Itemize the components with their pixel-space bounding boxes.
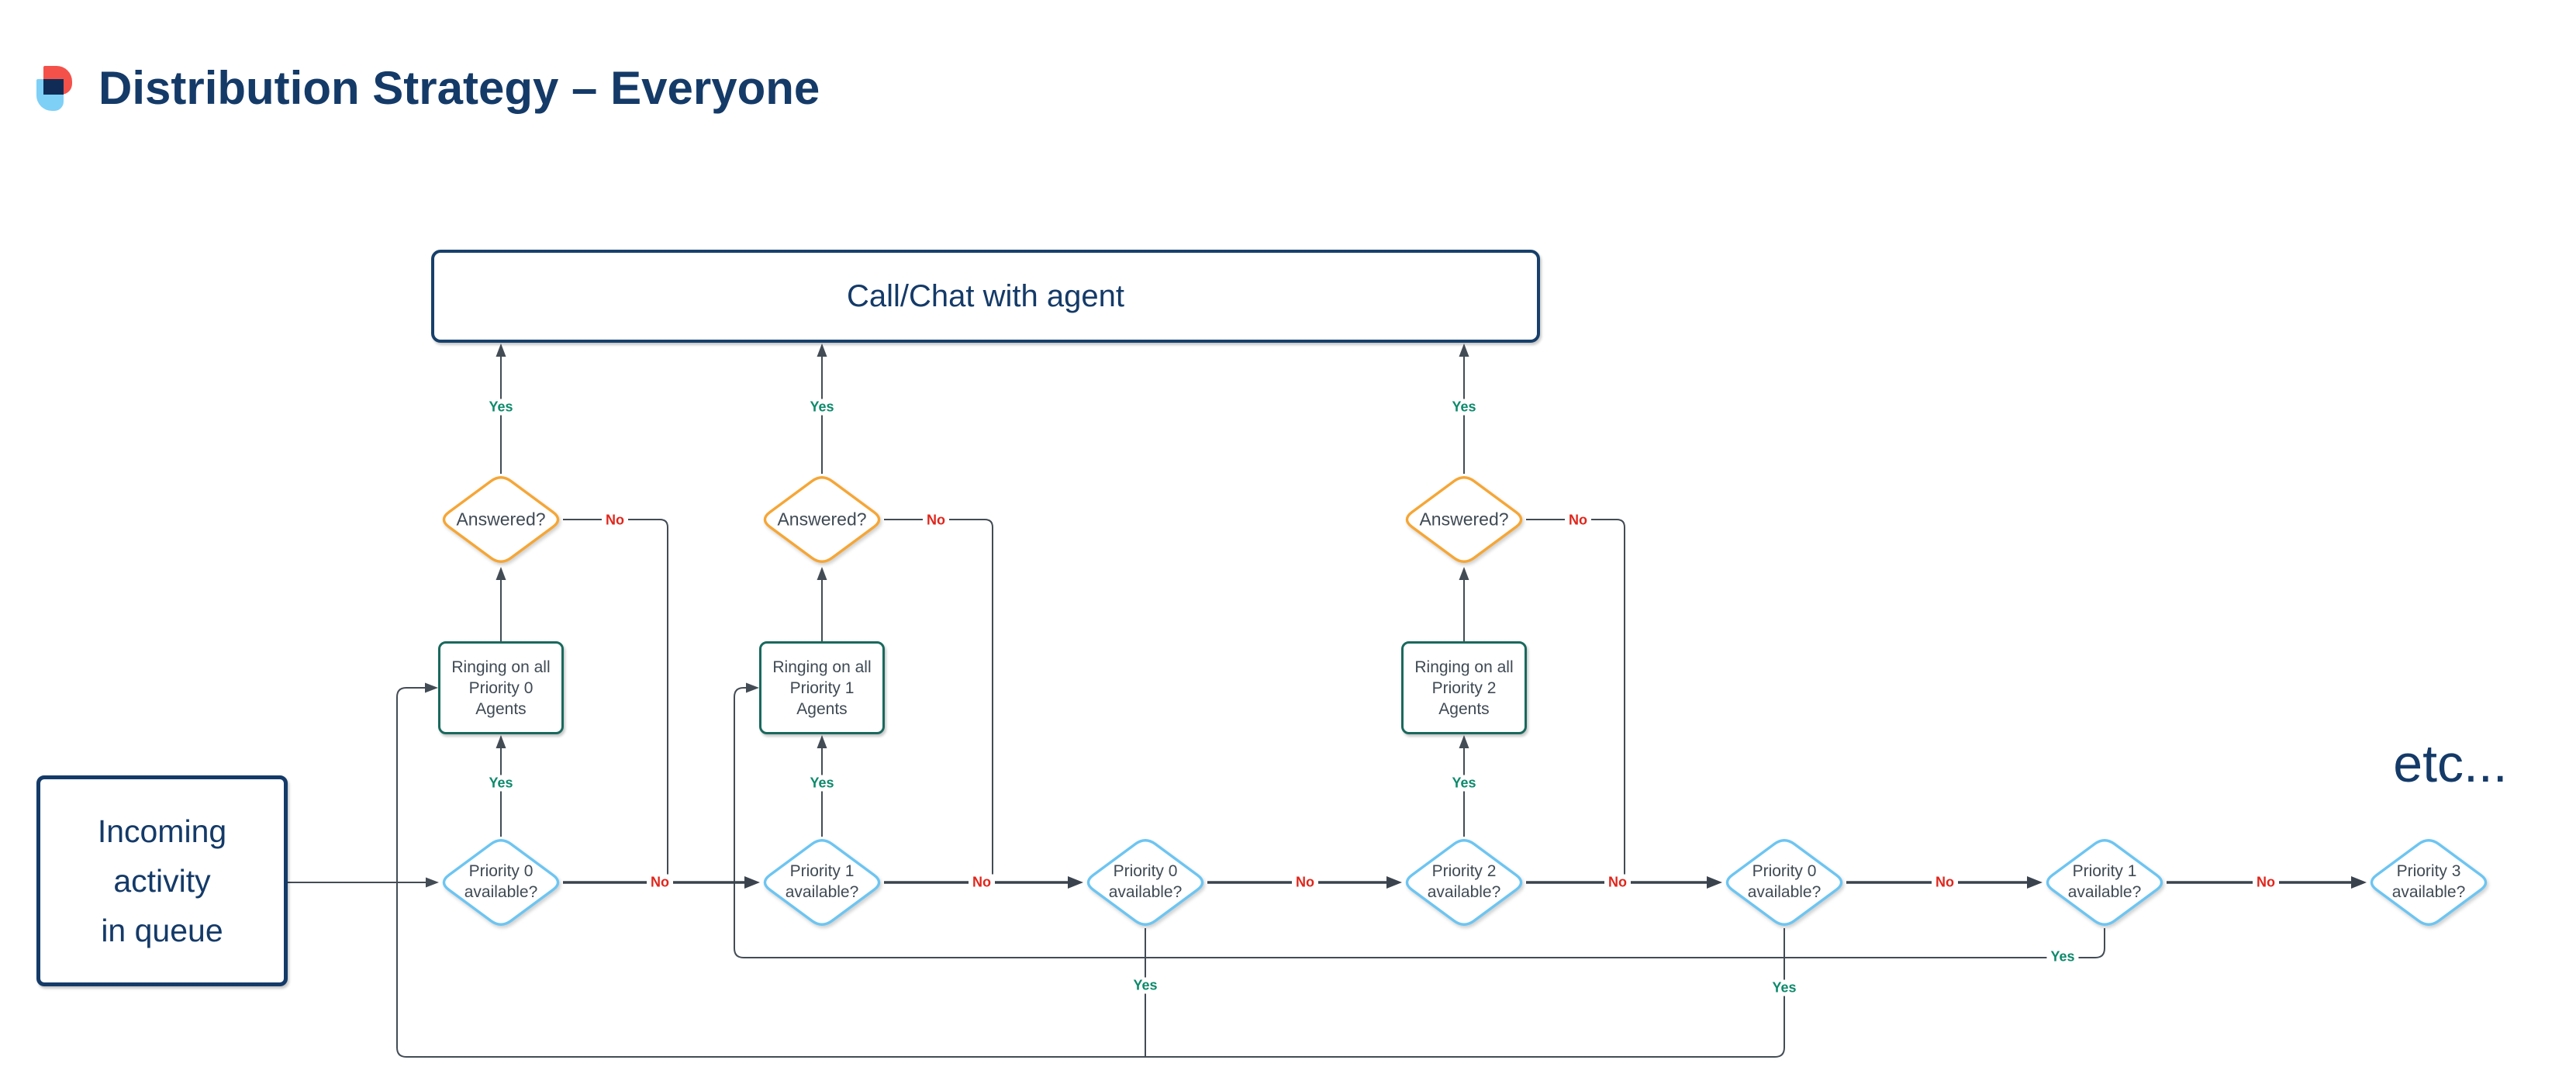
edge-label-no: No [1932, 874, 1958, 891]
arrowhead-icon [817, 344, 827, 357]
edge-label-no: No [2253, 874, 2279, 891]
answered-label: Answered? [456, 509, 546, 530]
ringing-line: Priority 2 [1431, 678, 1497, 697]
ringing-line: Ringing on all [451, 658, 551, 676]
edge-inner-loop-to-ringing2 [734, 687, 2105, 958]
edge-label-yes: Yes [806, 775, 838, 792]
brand-logo-icon [36, 66, 74, 111]
ringing-line: Agents [796, 699, 848, 718]
arrowhead-icon [426, 877, 439, 888]
arrowhead-icon [425, 682, 438, 693]
page-title: Distribution Strategy – Everyone [98, 62, 820, 114]
edge-label-yes: Yes [1768, 979, 1801, 996]
ringing-priority-2-node: Ringing on all Priority 2 Agents [1401, 641, 1527, 734]
arrowhead-icon [2351, 876, 2367, 889]
edge-label-no: No [647, 874, 673, 891]
edge-answered2-no-down [884, 519, 993, 882]
edge-label-no: No [969, 874, 995, 891]
ringing-line: Ringing on all [772, 658, 872, 676]
ringing-priority-1-node: Ringing on all Priority 1 Agents [759, 641, 885, 734]
arrowhead-icon [1459, 344, 1469, 357]
edge-label-yes: Yes [485, 399, 517, 416]
arrowhead-icon [1459, 735, 1469, 748]
arrowhead-icon [1386, 876, 1402, 889]
answered-label: Answered? [1419, 509, 1509, 530]
edge-label-yes: Yes [2046, 948, 2079, 965]
incoming-line: in queue [101, 913, 223, 948]
incoming-line: Incoming [97, 813, 227, 849]
arrowhead-icon [744, 876, 760, 889]
answered-label: Answered? [777, 509, 867, 530]
edge-outer-loop-to-ringing1 [396, 687, 1785, 1058]
edge-label-yes: Yes [1129, 977, 1162, 994]
arrowhead-icon [817, 735, 827, 748]
edge-label-no: No [923, 512, 949, 529]
ringing-line: Ringing on all [1414, 658, 1514, 676]
ringing-line: Priority 0 [468, 678, 534, 697]
edge-answered1-no-down [563, 519, 668, 882]
edge-label-yes: Yes [806, 399, 838, 416]
arrowhead-icon [746, 682, 759, 693]
arrowhead-icon [817, 567, 827, 580]
logo-navy-shape [43, 79, 64, 95]
edge-label-yes: Yes [1448, 775, 1480, 792]
ringing-priority-0-node: Ringing on all Priority 0 Agents [438, 641, 564, 734]
incoming-activity-node: Incoming activity in queue [36, 775, 288, 986]
arrowhead-icon [1459, 567, 1469, 580]
call-chat-node: Call/Chat with agent [431, 250, 1540, 343]
incoming-line: activity [113, 863, 211, 899]
edge-label-no: No [1604, 874, 1631, 891]
edge-label-no: No [602, 512, 628, 529]
edge-label-no: No [1292, 874, 1318, 891]
ringing-line: Agents [475, 699, 527, 718]
edge-label-yes: Yes [485, 775, 517, 792]
etc-label: etc... [2393, 734, 2508, 793]
ringing-line: Agents [1438, 699, 1490, 718]
arrowhead-icon [1068, 876, 1083, 889]
arrowhead-icon [496, 344, 506, 357]
arrowhead-icon [496, 567, 506, 580]
edge-answered3-no-down [1526, 519, 1625, 882]
edge-label-no: No [1565, 512, 1591, 529]
ringing-line: Priority 1 [789, 678, 855, 697]
arrowhead-icon [496, 735, 506, 748]
arrowhead-icon [2027, 876, 2042, 889]
call-chat-label: Call/Chat with agent [847, 278, 1124, 313]
arrowhead-icon [1707, 876, 1722, 889]
edge-label-yes: Yes [1448, 399, 1480, 416]
